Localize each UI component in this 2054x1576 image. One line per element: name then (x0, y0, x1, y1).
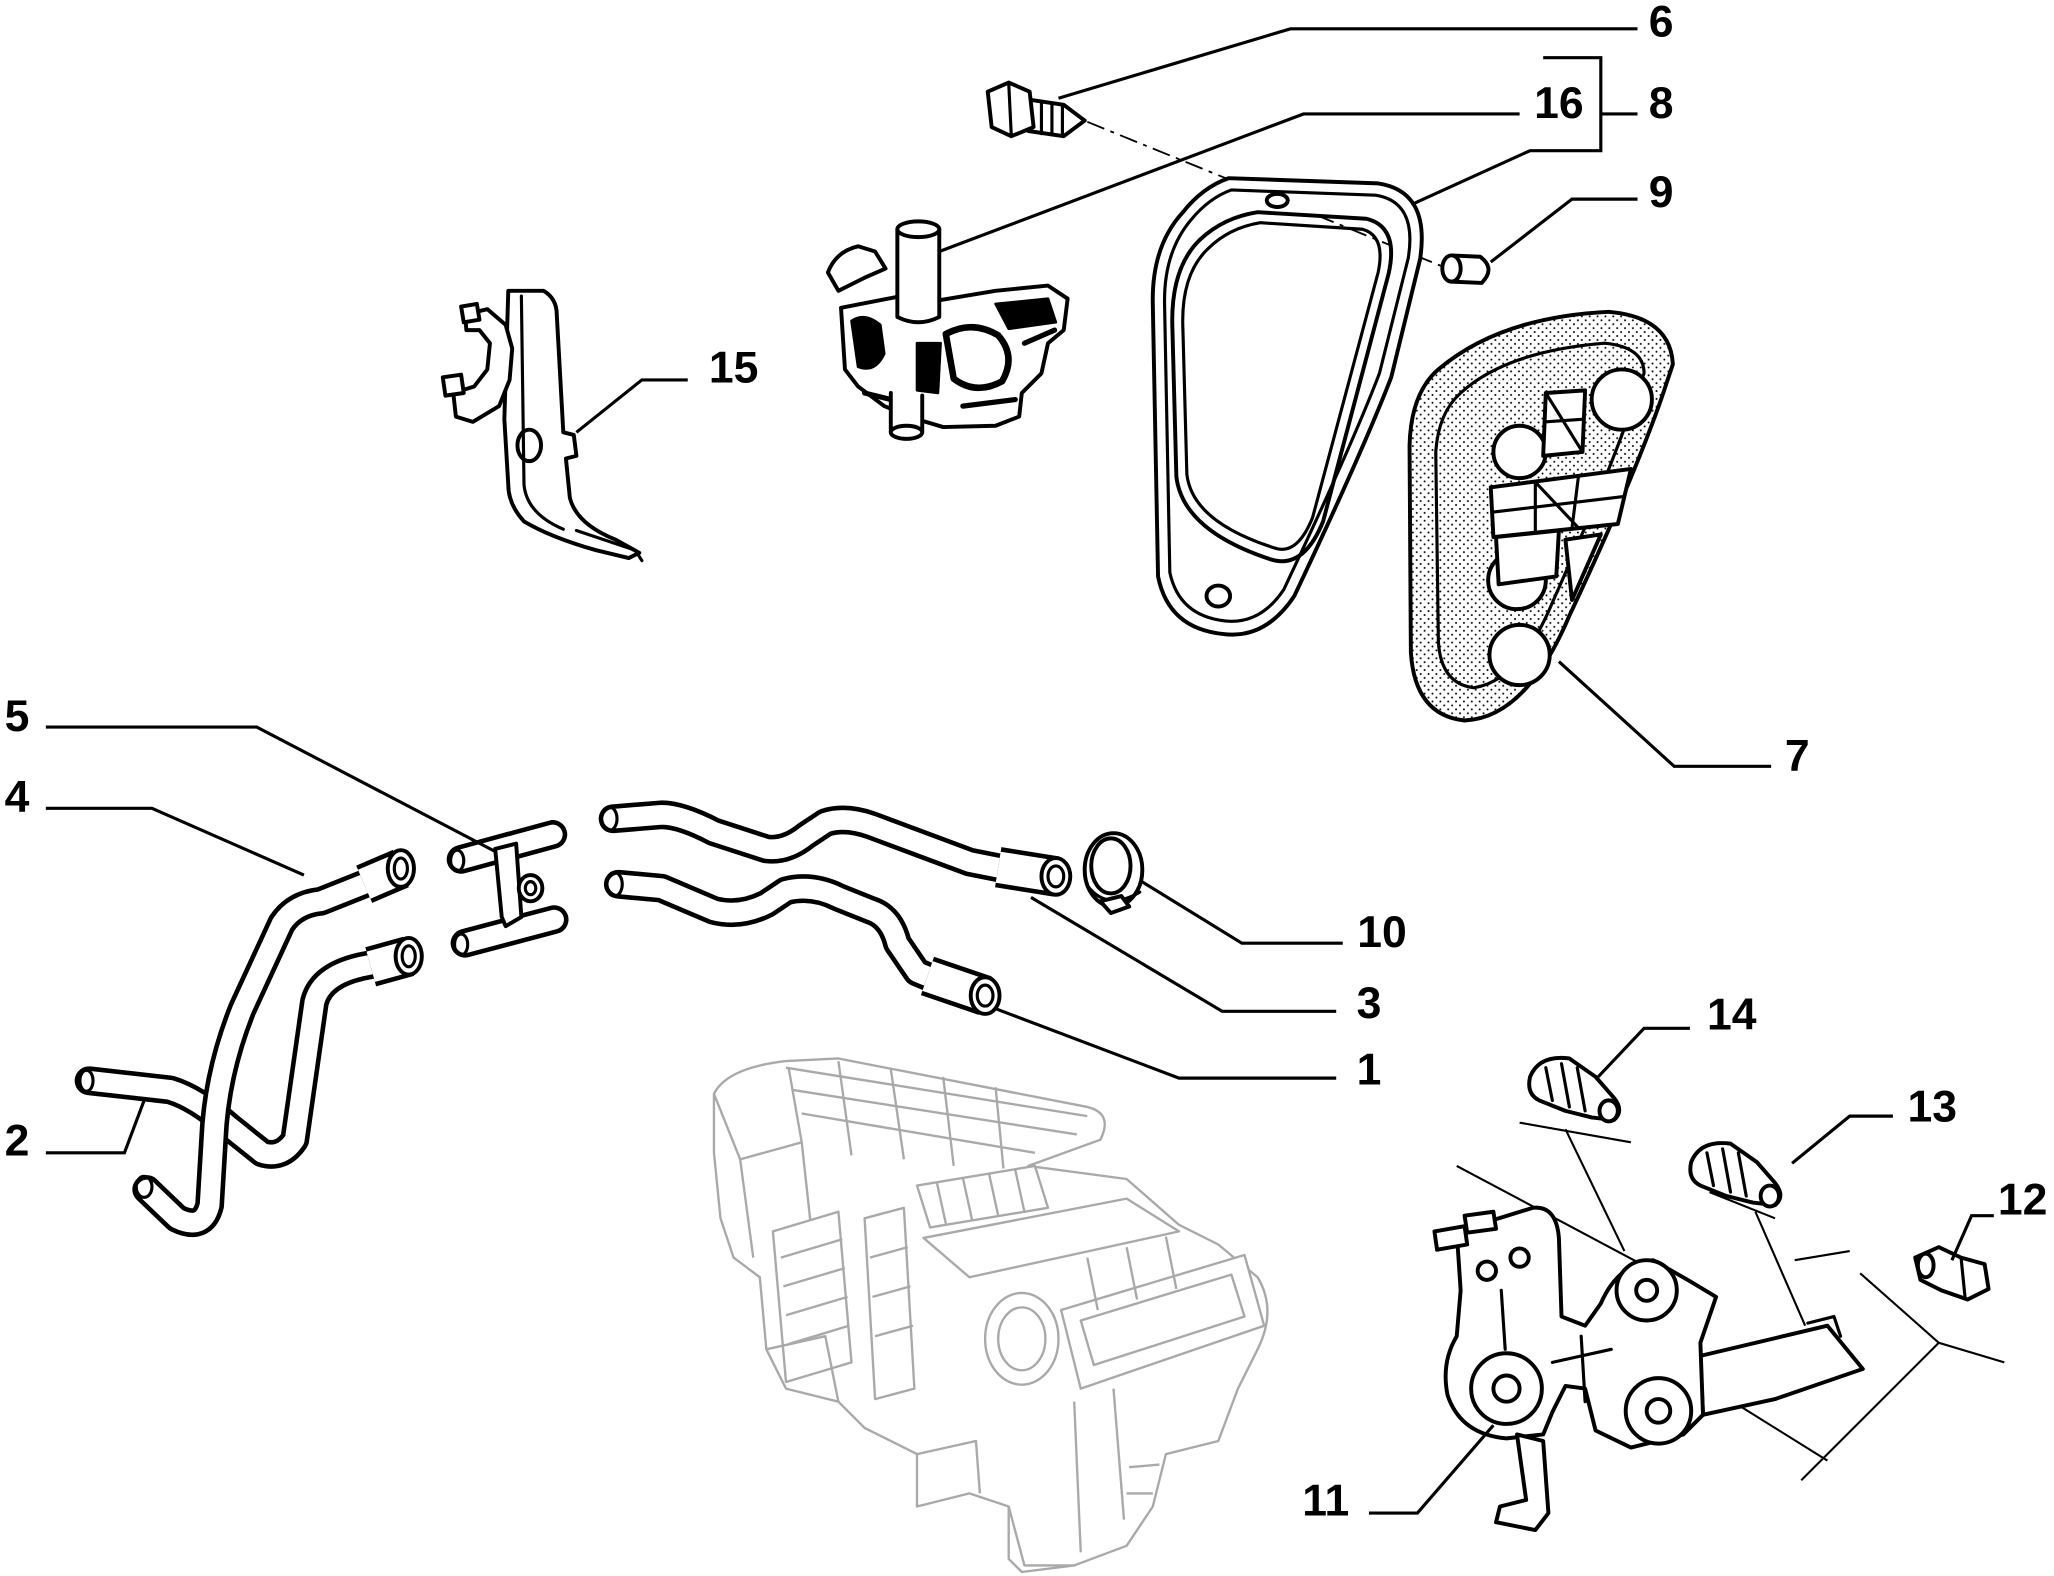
leader-line-4 (45, 806, 305, 877)
heater-unit-housing (712, 1057, 1269, 1574)
connector-5 (446, 820, 569, 958)
clip-12 (1913, 1245, 1991, 1302)
leader-line-2 (45, 1099, 146, 1155)
clip-13 (1688, 1141, 1783, 1209)
projection-lines (1456, 1121, 2005, 1482)
nut-9 (1440, 253, 1491, 285)
callout-4: 4 (5, 773, 30, 822)
leader-line-13 (1791, 1114, 1893, 1165)
leader-line-7 (1557, 660, 1772, 768)
leader-line-6 (1058, 27, 1638, 100)
callout-5: 5 (5, 692, 30, 741)
leader-line-9 (1489, 197, 1638, 264)
callout-16: 16 (1534, 79, 1584, 128)
leader-line-1 (995, 1007, 1337, 1080)
hose-2 (74, 935, 424, 1169)
callout-7: 7 (1785, 731, 1810, 780)
clamp-10 (1082, 831, 1145, 916)
callout-1: 1 (1357, 1046, 1382, 1095)
screw-6 (985, 80, 1087, 139)
valve-16 (825, 219, 1070, 441)
callout-15: 15 (709, 344, 759, 393)
hose-4 (132, 848, 416, 1237)
callout-labels: 6 16 8 9 15 7 5 4 10 3 1 2 14 13 12 11 (5, 0, 2048, 1526)
callout-11: 11 (1302, 1477, 1349, 1526)
leader-line-14 (1597, 1026, 1690, 1078)
leader-line-10 (1138, 878, 1343, 945)
callout-12: 12 (1998, 1175, 2048, 1224)
leader-line-3 (1030, 895, 1337, 1013)
callout-2: 2 (5, 1116, 30, 1165)
callout-3: 3 (1357, 979, 1382, 1028)
leader-line-5 (45, 725, 496, 853)
filter-panel-7 (1407, 309, 1675, 723)
leader-line-12 (1950, 1214, 1994, 1261)
leader-line-15 (575, 378, 688, 434)
callout-14: 14 (1707, 991, 1757, 1040)
gasket-8 (1150, 176, 1424, 637)
clip-14 (1527, 1055, 1622, 1124)
callout-13: 13 (1907, 1082, 1957, 1131)
bracket-15 (440, 288, 644, 563)
hose-3 (598, 800, 1073, 897)
leader-line-16 (938, 112, 1520, 253)
leader-line-8 (1414, 56, 1638, 205)
leader-lines (45, 27, 1994, 1515)
mounting-bracket-11 (1432, 1205, 1865, 1533)
hose-1 (603, 869, 1002, 1016)
callout-10: 10 (1357, 908, 1407, 957)
leader-line-11 (1368, 1424, 1495, 1515)
callout-9: 9 (1649, 168, 1674, 217)
callout-8: 8 (1649, 79, 1674, 128)
callout-6: 6 (1649, 0, 1674, 47)
